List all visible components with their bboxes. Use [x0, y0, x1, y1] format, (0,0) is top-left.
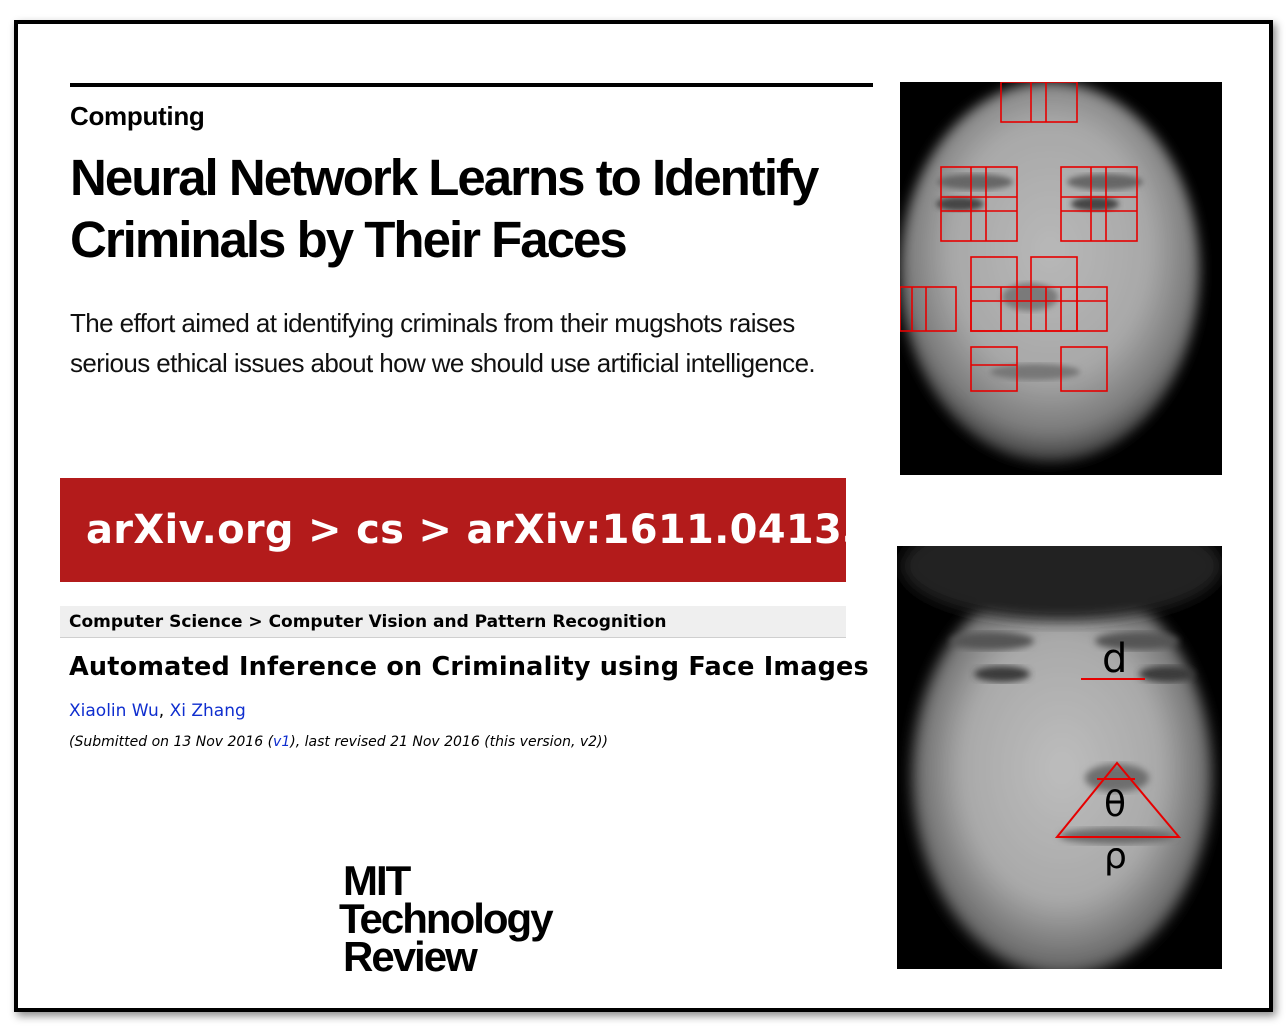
header-rule: [70, 83, 873, 87]
logo-line-2: Technology: [339, 895, 554, 942]
mit-technology-review-logo: MIT Technology Review: [339, 857, 554, 980]
version-v1-link[interactable]: v1: [273, 734, 291, 750]
arxiv-banner: arXiv.org > cs > arXiv:1611.04135: [60, 478, 870, 582]
article-dek: The effort aimed at identifying criminal…: [70, 308, 816, 378]
arxiv-breadcrumb[interactable]: arXiv.org > cs > arXiv:1611.04135: [86, 507, 871, 553]
submission-history: (Submitted on 13 Nov 2016 (v1), last rev…: [69, 734, 608, 750]
author-list: Xiaolin Wu, Xi Zhang: [69, 701, 246, 721]
logo-line-3: Review: [343, 933, 478, 980]
author-link-2[interactable]: Xi Zhang: [169, 701, 246, 721]
author-link-1[interactable]: Xiaolin Wu: [69, 701, 159, 721]
paper-title: Automated Inference on Criminality using…: [69, 652, 869, 682]
submitted-suffix: ), last revised 21 Nov 2016 (this versio…: [290, 734, 608, 750]
rho-label: ρ: [1104, 836, 1127, 877]
face-measurement-image: d θ ρ: [897, 546, 1222, 969]
distance-label: d: [1102, 636, 1127, 682]
author-separator: ,: [158, 701, 170, 721]
submitted-prefix: (Submitted on 13 Nov 2016 (: [69, 734, 274, 750]
subject-breadcrumb: Computer Science > Computer Vision and P…: [69, 611, 667, 632]
subject-bar: Computer Science > Computer Vision and P…: [60, 606, 846, 638]
face-feature-grid-image: [900, 82, 1222, 475]
section-label[interactable]: Computing: [70, 101, 205, 131]
logo-line-1: MIT: [343, 857, 411, 904]
article-headline: Neural Network Learns to Identify Crimin…: [70, 149, 819, 268]
angle-label: θ: [1104, 784, 1126, 825]
